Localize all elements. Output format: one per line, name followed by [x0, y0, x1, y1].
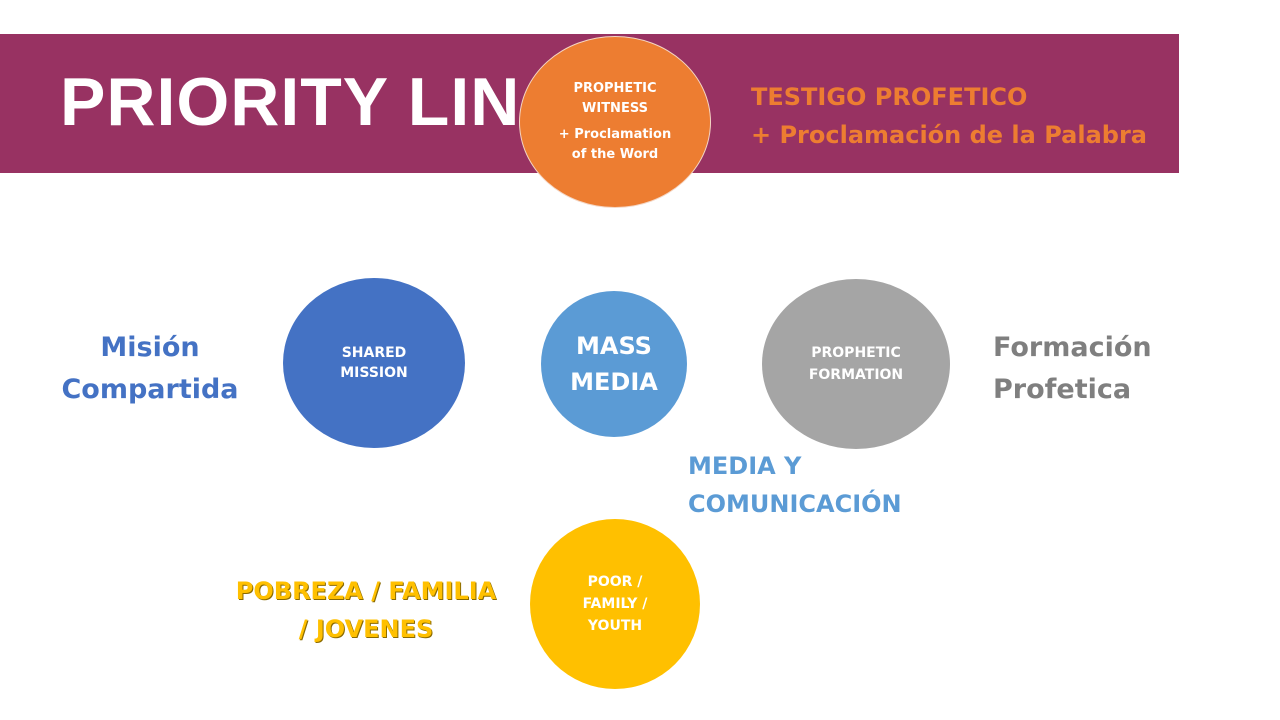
mision-line2: Compartida [61, 374, 239, 405]
mision-line1: Misión [100, 332, 200, 363]
prophetic-formation-line1: PROPHETIC [811, 345, 901, 361]
pobreza-line1: POBREZA / FAMILIA [235, 577, 497, 605]
mass-media-circle: MASS MEDIA [541, 291, 687, 437]
testigo-line1: TESTIGO PROFETICO [751, 83, 1028, 111]
prophetic-witness-line3: + Proclamation [558, 127, 672, 142]
media-comunicacion-label: MEDIA Y COMUNICACIÓN [688, 447, 902, 523]
poor-family-youth-circle: POOR / FAMILY / YOUTH [530, 519, 700, 689]
formacion-profetica-label: Formación Profetica [993, 327, 1152, 411]
testigo-profetico-label: TESTIGO PROFETICO + Proclamación de la P… [751, 78, 1147, 154]
poor-line2: FAMILY / [582, 596, 648, 612]
poor-line3: YOUTH [587, 618, 643, 634]
prophetic-formation-circle: PROPHETIC FORMATION [762, 279, 950, 449]
prophetic-witness-line2: WITNESS [582, 101, 648, 116]
poor-line1: POOR / [587, 574, 643, 590]
formacion-line1: Formación [993, 332, 1152, 363]
mision-compartida-label: Misión Compartida [60, 327, 240, 411]
prophetic-witness-line1: PROPHETIC [573, 81, 657, 96]
prophetic-witness-circle: PROPHETIC WITNESS + Proclamation of the … [519, 36, 711, 208]
pobreza-familia-jovenes-label: POBREZA / FAMILIA / JOVENES [226, 572, 506, 648]
mass-media-line2: MEDIA [570, 368, 658, 396]
mass-media-line1: MASS [576, 332, 652, 360]
shared-mission-line2: MISSION [340, 365, 408, 381]
prophetic-formation-line2: FORMATION [808, 367, 904, 383]
media-line1: MEDIA Y [688, 452, 802, 480]
shared-mission-line1: SHARED [341, 345, 407, 361]
pobreza-line2: / JOVENES [298, 615, 434, 643]
testigo-line2: + Proclamación de la Palabra [751, 121, 1147, 149]
shared-mission-circle: SHARED MISSION [283, 278, 465, 448]
formacion-line2: Profetica [993, 374, 1132, 405]
media-line2: COMUNICACIÓN [688, 490, 902, 518]
prophetic-witness-line4: of the Word [571, 147, 659, 162]
page-title: PRIORITY LIN [60, 64, 521, 140]
